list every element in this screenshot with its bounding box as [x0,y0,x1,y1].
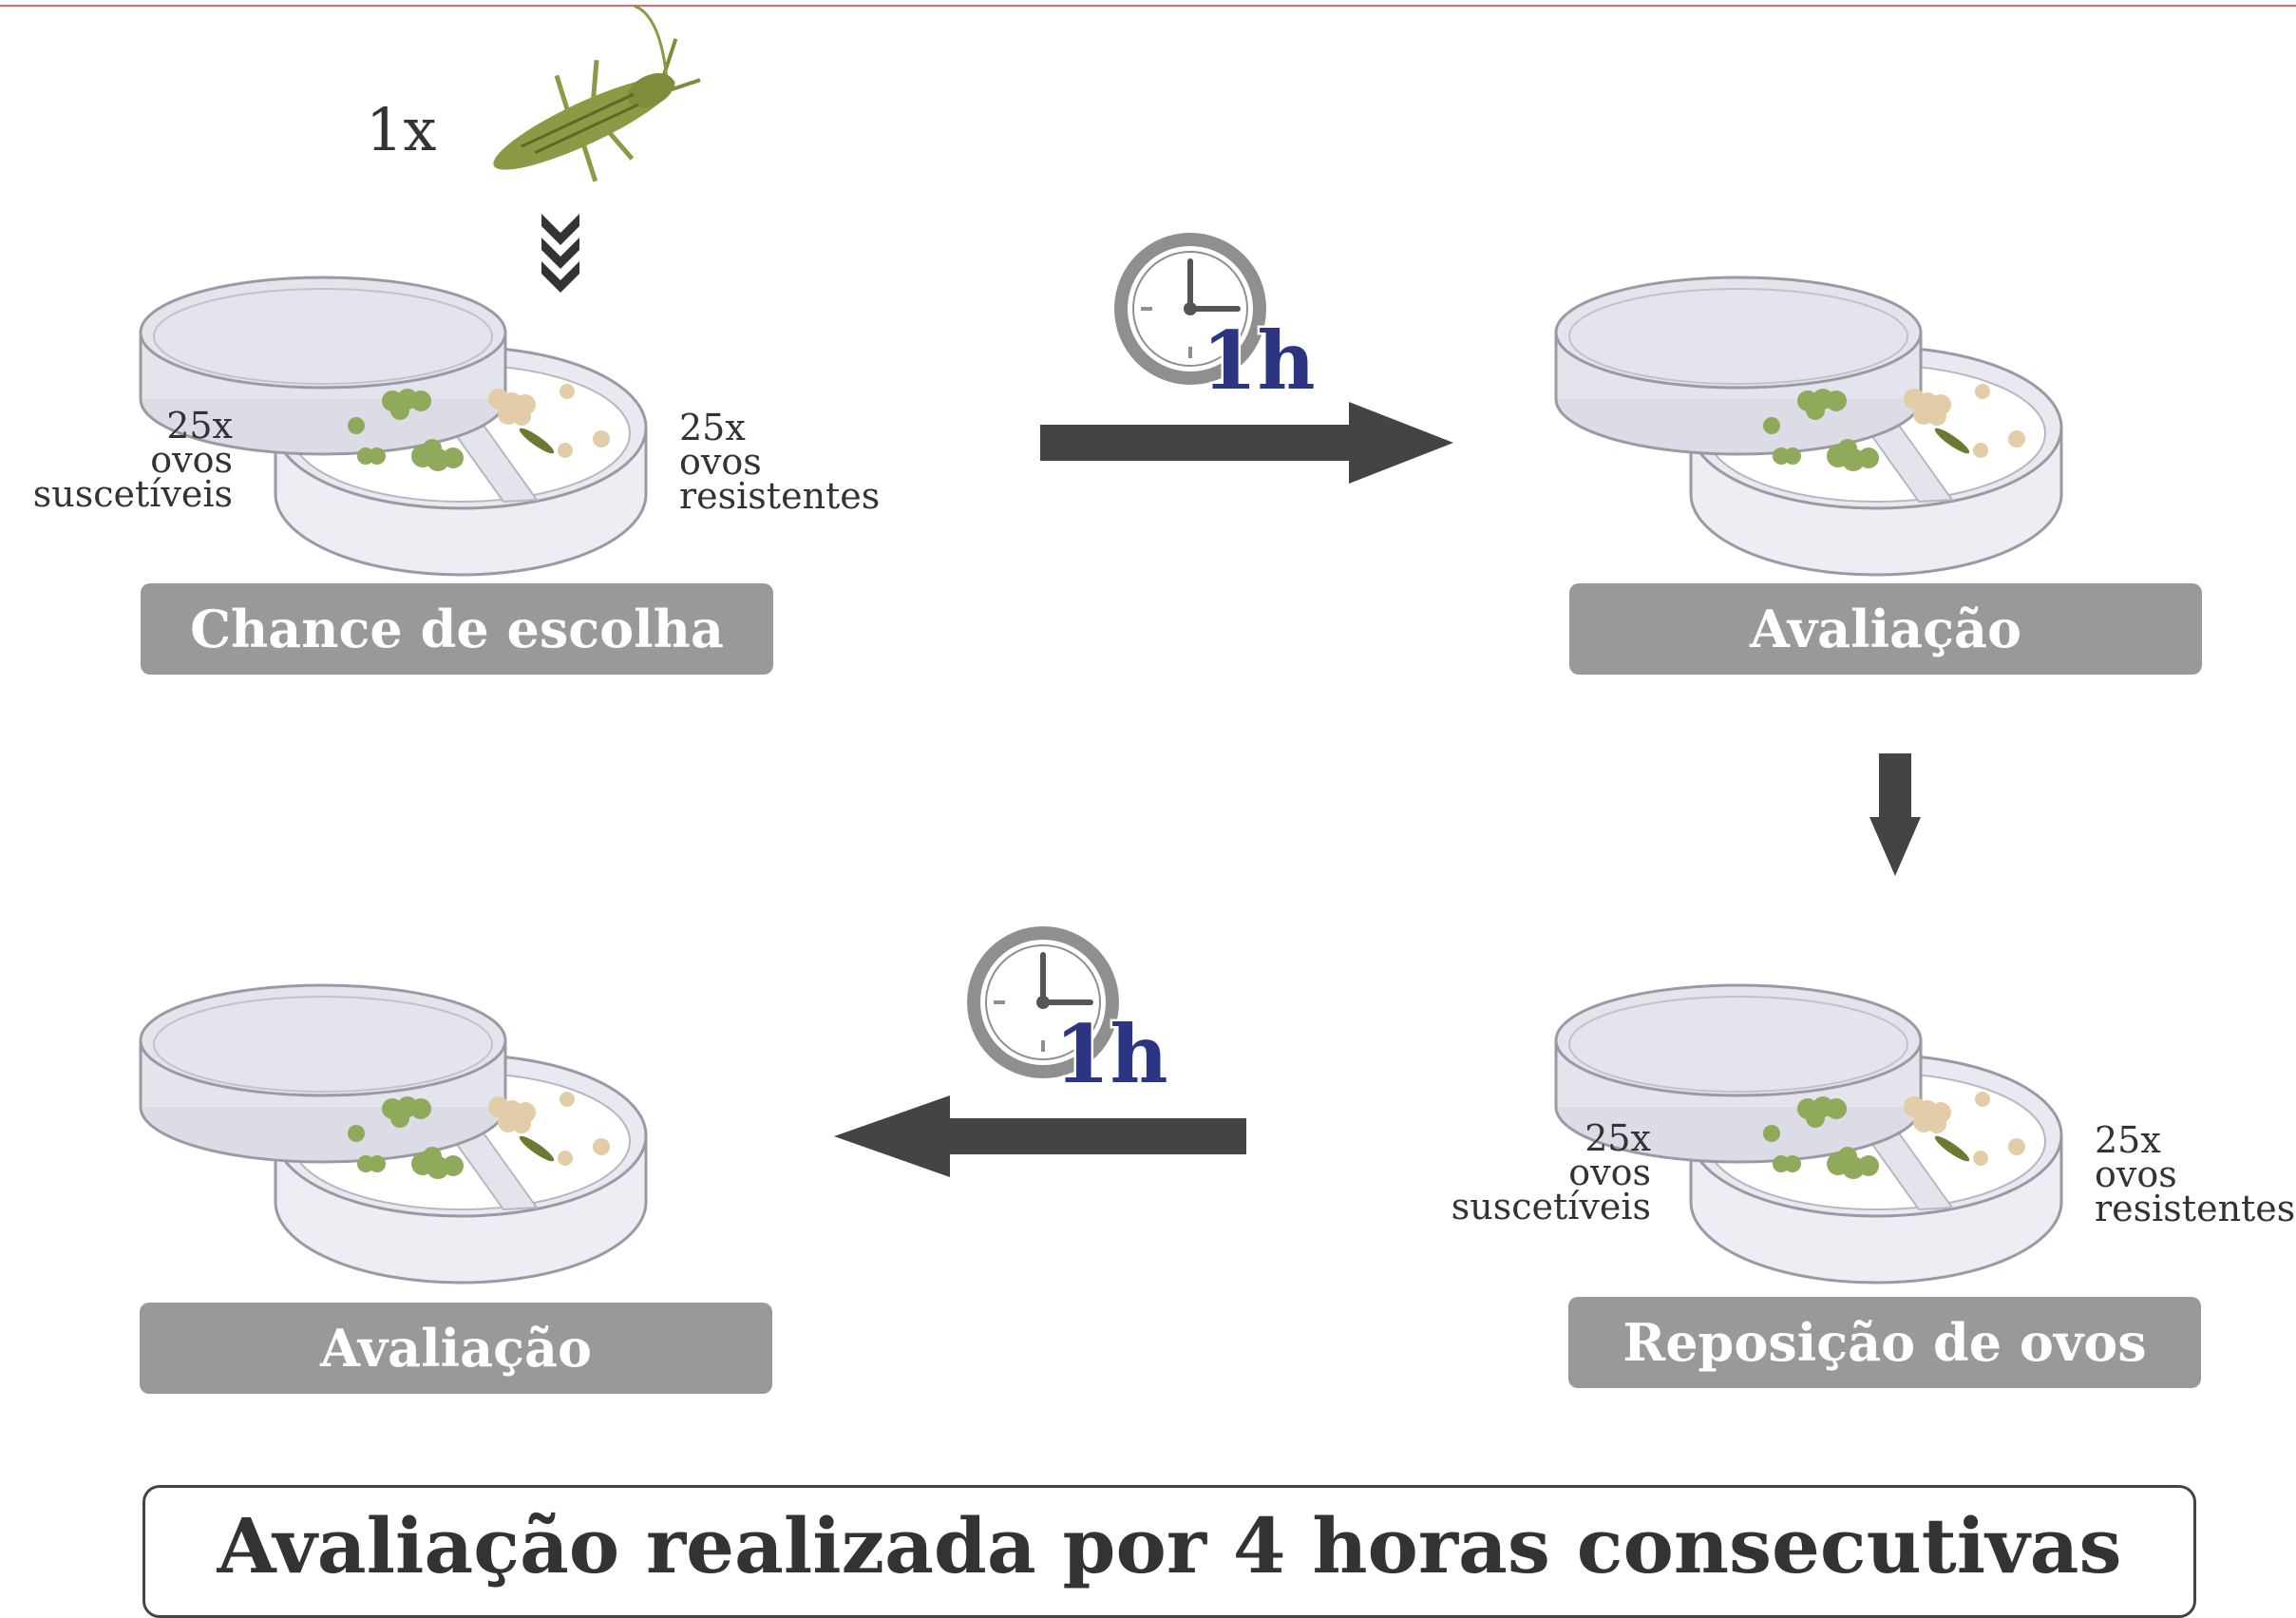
insect-count: 1x [366,95,437,164]
footer-text: Avaliação realizada por 4 horas consecut… [217,1501,2122,1590]
footer-box: Avaliação realizada por 4 horas consecut… [142,1485,2196,1618]
egg-type: resistentes [679,475,881,517]
egg-word: ovos [1568,1152,1651,1193]
top-border-line [0,5,2296,7]
arrow-right-icon [1040,402,1453,484]
resistant-eggs-label: 25x ovos resistentes [2095,1119,2296,1229]
step-label-evaluation-1: Avaliação [1569,583,2202,675]
egg-count: 25x [679,407,746,448]
time-label: 1h [1053,1005,1171,1104]
egg-count: 25x [1584,1117,1651,1159]
drop-chevron-icon [541,214,579,293]
step-label-evaluation-2: Avaliação [140,1303,772,1394]
arrow-down-icon [1869,753,1921,876]
egg-type: suscetíveis [1451,1186,1651,1228]
insect-larva-icon [493,4,701,182]
susceptible-eggs-label: 25x ovos suscetíveis [19,405,233,515]
egg-count: 25x [166,405,233,447]
step-label-egg-replacement: Reposição de ovos [1568,1297,2201,1388]
egg-type: resistentes [2095,1188,2296,1229]
arrow-left-icon [834,1095,1246,1177]
resistant-eggs-label: 25x ovos resistentes [679,407,881,517]
egg-word: ovos [679,441,762,483]
petri-dish-3 [139,983,648,1285]
susceptible-eggs-label: 25x ovos suscetíveis [1425,1117,1651,1228]
petri-dish-2 [1554,276,2063,577]
time-label: 1h [1200,312,1319,410]
egg-word: ovos [150,439,233,481]
egg-type: suscetíveis [32,473,233,515]
egg-count: 25x [2095,1119,2161,1161]
egg-word: ovos [2095,1153,2177,1195]
step-label-choice: Chance de escolha [141,583,773,675]
